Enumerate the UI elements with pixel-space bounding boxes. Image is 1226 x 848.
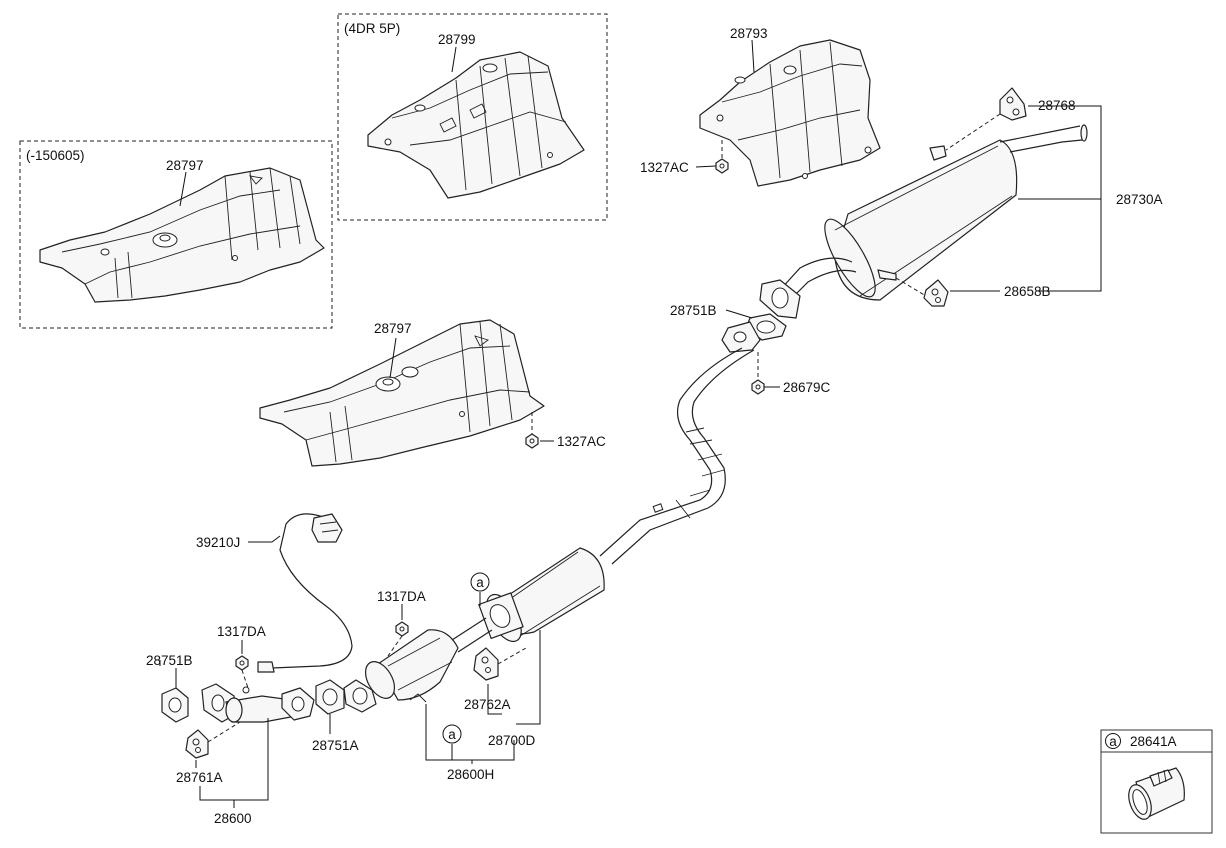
heat-shield-28799 (367, 51, 585, 199)
label-28658B: 28658B (1004, 284, 1051, 299)
label-28761A: 28761A (176, 770, 223, 785)
center-pipe (599, 321, 761, 565)
label-28762A: 28762A (464, 697, 511, 712)
heat-shield-28793 (699, 39, 881, 187)
heat-shield-28797-upper (39, 167, 325, 303)
nut-28679C (751, 352, 765, 395)
oxygen-sensor-39210J (257, 513, 353, 673)
callout-a-muffler-text: a (476, 575, 484, 590)
label-28730A: 28730A (1116, 192, 1163, 207)
nut-1327AC-upper (715, 140, 729, 174)
hanger-28658B (895, 277, 949, 307)
variant-label-150605: (-150605) (26, 148, 85, 163)
inset-clamp-28641A: a 28641A (1100, 729, 1213, 834)
leader-lines (159, 39, 1102, 808)
label-28679C: 28679C (783, 380, 831, 395)
front-pipe-28600 (201, 683, 315, 724)
callout-a-converter: a (442, 724, 462, 744)
callout-a-muffler: a (470, 572, 490, 592)
catalytic-converter-28600H (343, 617, 493, 713)
label-28600H: 28600H (447, 767, 494, 782)
variant-frame-150605 (19, 140, 333, 329)
nut-1317DA-left (235, 655, 249, 689)
label-1317DA-right: 1317DA (377, 589, 426, 604)
variant-frame-4dr5p (337, 13, 608, 221)
label-28751B-left: 28751B (146, 653, 193, 668)
label-39210J: 39210J (196, 535, 240, 550)
hanger-28761A (185, 721, 241, 759)
label-28799: 28799 (438, 32, 476, 47)
label-1327AC-upper: 1327AC (640, 160, 689, 175)
label-28768: 28768 (1038, 98, 1076, 113)
rear-inlet-flange (759, 279, 801, 319)
label-28797-lower: 28797 (374, 321, 412, 336)
gasket-28751B-left (161, 687, 189, 723)
nut-1327AC-lower (525, 412, 539, 449)
callout-a-converter-text: a (448, 727, 456, 742)
label-28793: 28793 (730, 26, 768, 41)
label-1317DA-left: 1317DA (217, 624, 266, 639)
rear-muffler-28730A (779, 124, 1088, 301)
label-28700D: 28700D (488, 733, 536, 748)
nut-1317DA-right (387, 621, 409, 657)
variant-label-4dr5p: (4DR 5P) (344, 21, 400, 36)
hanger-28768 (945, 87, 1027, 151)
label-28797-upper: 28797 (166, 158, 204, 173)
center-muffler-28700D (478, 547, 605, 643)
label-1327AC-lower: 1327AC (557, 434, 606, 449)
label-28751A: 28751A (312, 738, 359, 753)
inset-part-number: 28641A (1130, 734, 1177, 749)
inset-callout-text: a (1109, 734, 1117, 749)
hanger-28762A (473, 647, 527, 681)
label-28751B-mid: 28751B (670, 303, 717, 318)
gasket-28751A (315, 679, 345, 715)
label-28600: 28600 (214, 811, 252, 826)
heat-shield-28797-lower (259, 319, 545, 467)
